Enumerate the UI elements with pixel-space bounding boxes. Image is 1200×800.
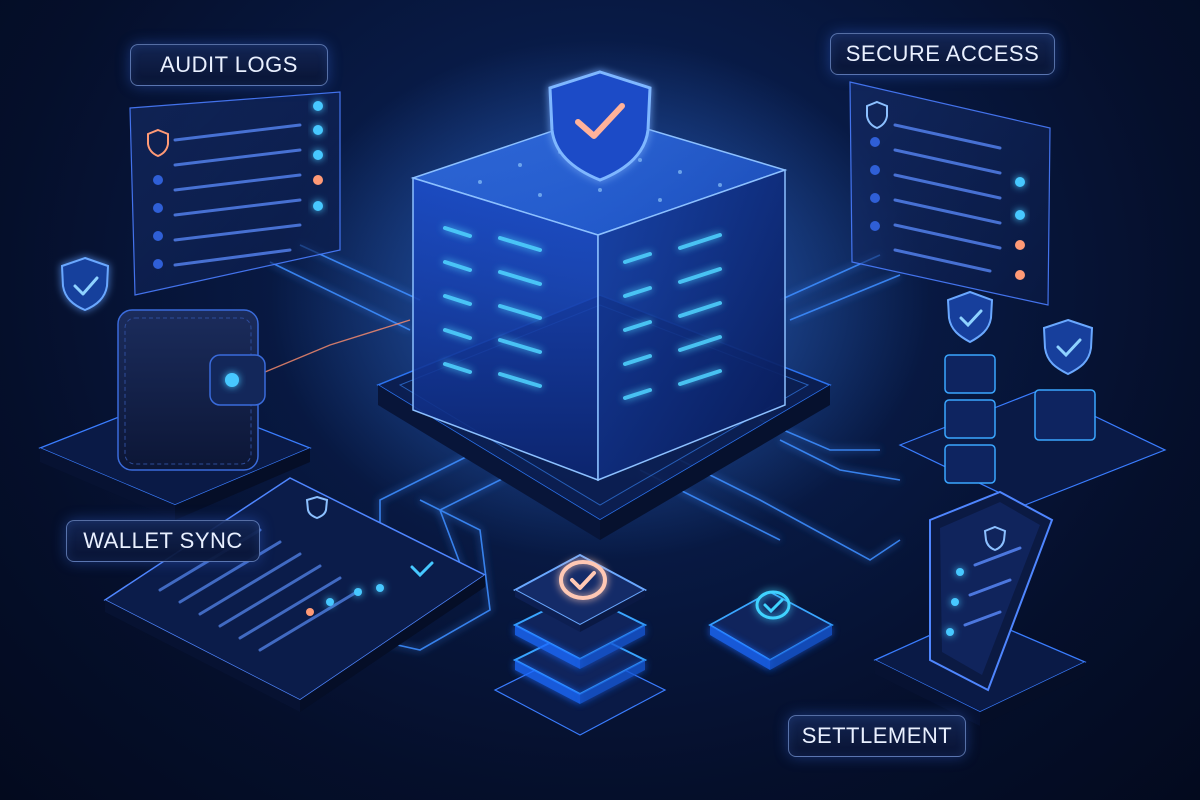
check-circle-icon: [559, 560, 607, 600]
vault-cube: [410, 114, 788, 482]
wallet-sync-tablet: [103, 477, 487, 712]
shield-check-icon: [548, 70, 652, 182]
accent-lines: [264, 319, 411, 373]
access-shield-icon: [866, 100, 888, 130]
secure-access-panel: [849, 81, 1051, 306]
token-pillars: [898, 290, 1167, 506]
wallet-sync-label: WALLET SYNC: [66, 520, 260, 562]
pillar-shield-icon-2: [1042, 318, 1094, 376]
secure-access-label: SECURE ACCESS: [830, 33, 1055, 75]
settlement-label: SETTLEMENT: [788, 715, 966, 757]
audit-log-panel: [129, 91, 341, 296]
check-server-stack: [493, 553, 667, 736]
pillar-shield-icon: [946, 290, 994, 344]
wallet-icon: [117, 309, 266, 471]
small-check-circle-icon: [755, 590, 791, 620]
floating-shield-icon: [60, 256, 110, 312]
check-box-module: [708, 590, 834, 670]
phone-shield-icon: [983, 525, 1007, 552]
audit-shield-icon: [147, 128, 169, 158]
audit-logs-label: AUDIT LOGS: [130, 44, 328, 86]
settlement-phone: [873, 490, 1087, 726]
